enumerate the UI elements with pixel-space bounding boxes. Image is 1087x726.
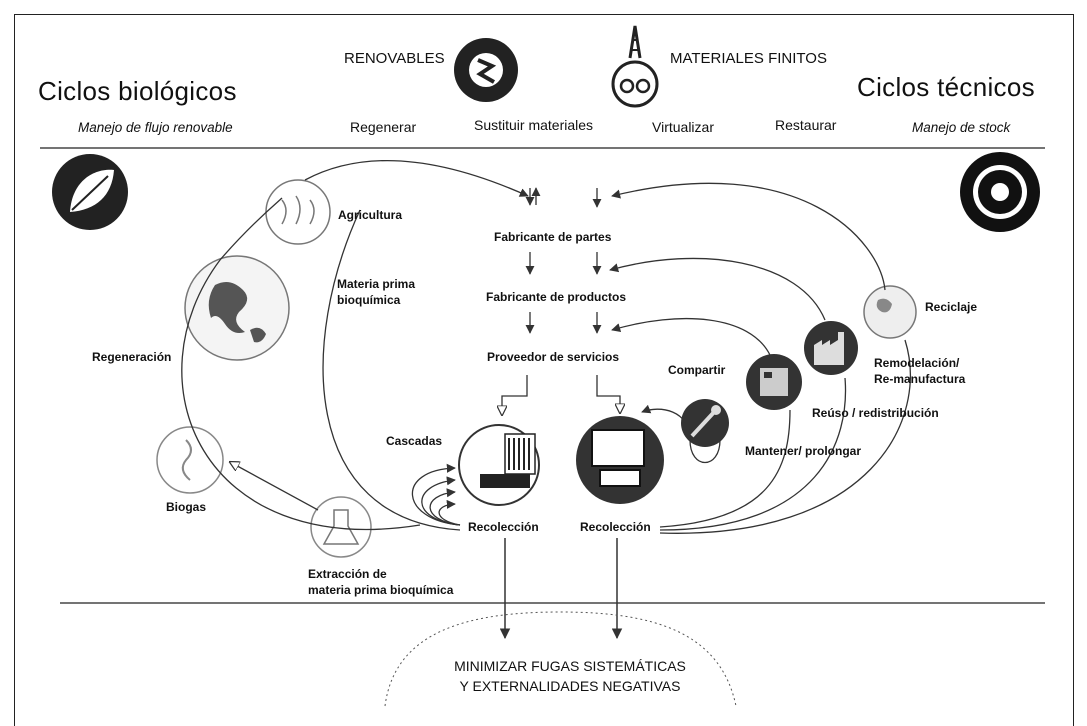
technical-cycles-title: Ciclos técnicos (857, 72, 1035, 102)
extraction-icon (310, 496, 372, 558)
regeneration-label: Regeneración (92, 350, 172, 364)
recycling-globe-icon (863, 285, 917, 339)
collection-bio-label: Recolección (468, 520, 539, 534)
biogas-icon (156, 426, 224, 494)
computer-icon (576, 416, 664, 504)
agriculture-icon (265, 179, 331, 245)
recycling-label: Reciclaje (925, 300, 978, 314)
reuse-label: Reúso / redistribución (812, 406, 939, 420)
renewables-icon (454, 38, 518, 102)
biochemical-feedstock-label-1: Materia prima (337, 277, 416, 291)
gear-icon (960, 152, 1040, 232)
cascades-label: Cascadas (386, 434, 443, 448)
extraction-label-2: materia prima bioquímica (308, 583, 454, 597)
regenerate-label: Regenerar (350, 119, 417, 135)
substitute-materials-label: Sustituir materiales (474, 117, 594, 133)
remanufacture-label-2: Re-manufactura (874, 372, 966, 386)
restore-label: Restaurar (775, 117, 837, 133)
diagram-frame (14, 14, 1074, 726)
share-tools-icon (681, 399, 729, 447)
agriculture-label: Agricultura (338, 208, 403, 222)
remanufacture-label-1: Remodelación/ (874, 356, 960, 370)
virtualize-label: Virtualizar (652, 119, 714, 135)
renewables-label: RENOVABLES (344, 50, 445, 67)
finite-materials-icon (611, 25, 659, 108)
extraction-label-1: Extracción de (308, 567, 387, 581)
leaks-message-line2: Y EXTERNALIDADES NEGATIVAS (459, 678, 681, 694)
collection-tech-label: Recolección (580, 520, 651, 534)
stock-management-label: Manejo de stock (912, 120, 1011, 135)
biochemical-feedstock-label-2: bioquímica (337, 293, 401, 307)
maintain-icon (746, 354, 802, 410)
maintain-label: Mantener/ prolongar (745, 444, 862, 458)
renewable-flow-label: Manejo de flujo renovable (78, 120, 233, 135)
product-manufacturer-label: Fabricante de productos (486, 290, 627, 304)
service-provider-label: Proveedor de servicios (487, 350, 620, 364)
biological-cycles-title: Ciclos biológicos (38, 76, 237, 106)
regeneration-globe-icon (184, 255, 290, 361)
parts-manufacturer-label: Fabricante de partes (494, 230, 612, 244)
leaks-message-line1: MINIMIZAR FUGAS SISTEMÁTICAS (454, 658, 686, 674)
compost-icon (458, 424, 540, 506)
factory-icon (804, 321, 858, 375)
leaf-icon (52, 154, 128, 230)
finite-materials-label: MATERIALES FINITOS (670, 50, 827, 67)
share-label: Compartir (668, 363, 726, 377)
biogas-label: Biogas (166, 500, 207, 514)
